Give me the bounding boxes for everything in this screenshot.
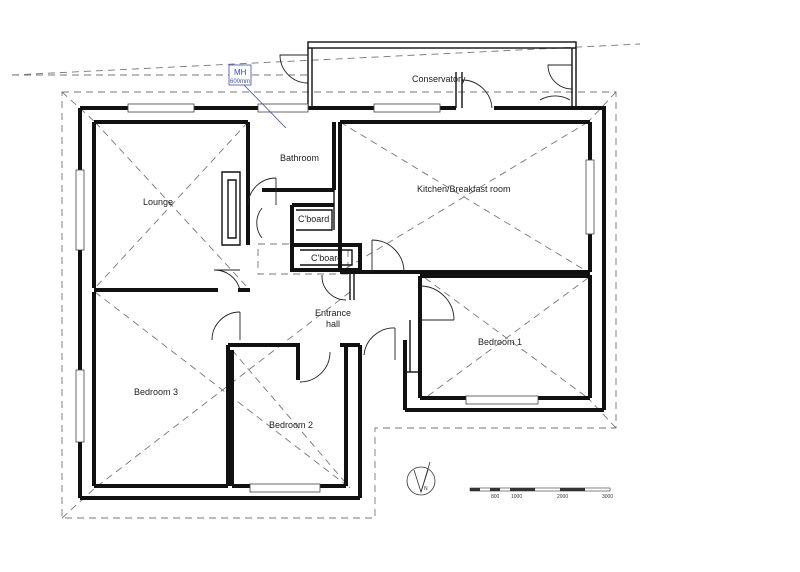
manhole-label: MH: [234, 68, 247, 77]
manhole-size: 600mm: [230, 79, 250, 85]
label-bedroom-3: Bedroom 3: [134, 387, 178, 397]
label-kitchen: Kitchen/Breakfast room: [417, 184, 511, 194]
manhole-marker: [228, 64, 287, 129]
external-walls: [78, 106, 606, 500]
scale-tick-1000: 1000: [511, 494, 522, 500]
label-lounge: Lounge: [143, 197, 173, 207]
roof-outline: [61, 91, 617, 519]
label-bedroom-1: Bedroom 1: [478, 337, 522, 347]
scale-tick-3000: 3000: [602, 494, 613, 500]
conservatory-structure: [279, 41, 577, 109]
internal-walls: [94, 122, 590, 488]
site-boundary-lines: [11, 43, 641, 76]
label-cupboard-lower: C'board: [311, 253, 342, 263]
scale-bar: [469, 487, 611, 492]
scale-tick-2000: 2000: [557, 494, 568, 500]
windows: [75, 103, 595, 493]
label-bathroom: Bathroom: [280, 153, 319, 163]
label-cupboard-upper: C'board: [298, 214, 329, 224]
north-label: N: [424, 486, 428, 492]
label-conservatory: Conservatory: [412, 74, 466, 84]
label-entrance-hall-line2: hall: [326, 319, 340, 329]
label-entrance-hall-line1: Entrance: [315, 308, 351, 318]
door-swings: [211, 177, 455, 383]
north-arrow-icon: [406, 461, 436, 496]
label-bedroom-2: Bedroom 2: [269, 420, 313, 430]
scale-tick-800: 800: [491, 494, 500, 500]
